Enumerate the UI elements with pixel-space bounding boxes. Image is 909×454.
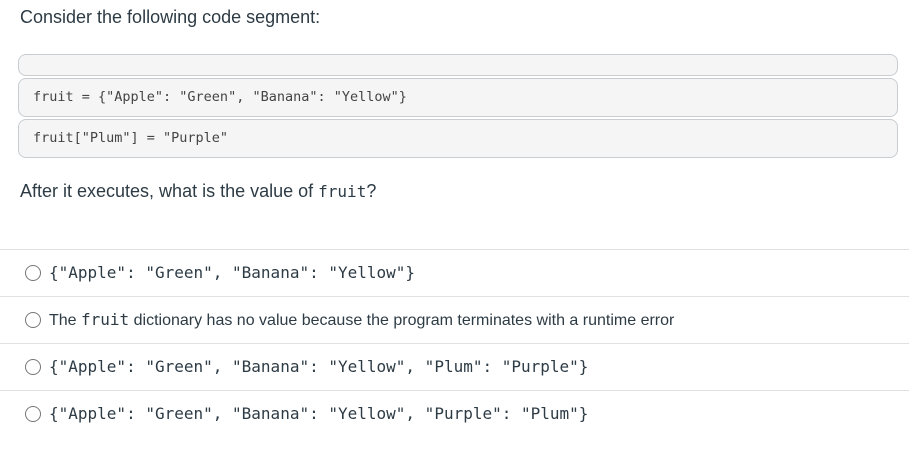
answer-option-label: The fruit dictionary has no value becaus… xyxy=(49,310,674,330)
radio-button-icon[interactable] xyxy=(25,359,41,375)
option-code-text: {"Apple": "Green", "Banana": "Yellow", "… xyxy=(49,357,589,376)
answer-option[interactable]: {"Apple": "Green", "Banana": "Yellow", "… xyxy=(0,343,909,390)
radio-button-icon[interactable] xyxy=(25,265,41,281)
option-code-text: {"Apple": "Green", "Banana": "Yellow"} xyxy=(49,263,416,282)
option-plain-text: dictionary has no value because the prog… xyxy=(129,312,675,329)
question-prompt-title: Consider the following code segment: xyxy=(20,7,321,27)
answer-option[interactable]: The fruit dictionary has no value becaus… xyxy=(0,296,909,343)
question-inline-code: fruit xyxy=(318,182,367,201)
answer-options-list: {"Apple": "Green", "Banana": "Yellow"} T… xyxy=(0,249,909,437)
radio-button-icon[interactable] xyxy=(25,406,41,422)
answer-option[interactable]: {"Apple": "Green", "Banana": "Yellow", "… xyxy=(0,390,909,437)
option-plain-text: The xyxy=(49,312,82,329)
code-block-line-1: fruit = {"Apple": "Green", "Banana": "Ye… xyxy=(18,78,898,117)
answer-option-label: {"Apple": "Green", "Banana": "Yellow", "… xyxy=(49,357,588,377)
answer-option[interactable]: {"Apple": "Green", "Banana": "Yellow"} xyxy=(0,249,909,296)
question-text-prefix: After it executes, what is the value of xyxy=(20,181,319,201)
code-block-empty xyxy=(18,54,898,76)
question-text: After it executes, what is the value of … xyxy=(20,180,889,203)
code-segment-group: fruit = {"Apple": "Green", "Banana": "Ye… xyxy=(18,54,898,158)
quiz-question-page: Consider the following code segment: fru… xyxy=(0,7,909,454)
code-block-line-2: fruit["Plum"] = "Purple" xyxy=(18,119,898,158)
answer-option-label: {"Apple": "Green", "Banana": "Yellow", "… xyxy=(49,404,588,424)
question-text-suffix: ? xyxy=(366,181,377,201)
radio-button-icon[interactable] xyxy=(25,312,41,328)
option-code-text: {"Apple": "Green", "Banana": "Yellow", "… xyxy=(49,404,589,423)
answer-option-label: {"Apple": "Green", "Banana": "Yellow"} xyxy=(49,263,415,283)
option-code-text: fruit xyxy=(81,310,130,329)
